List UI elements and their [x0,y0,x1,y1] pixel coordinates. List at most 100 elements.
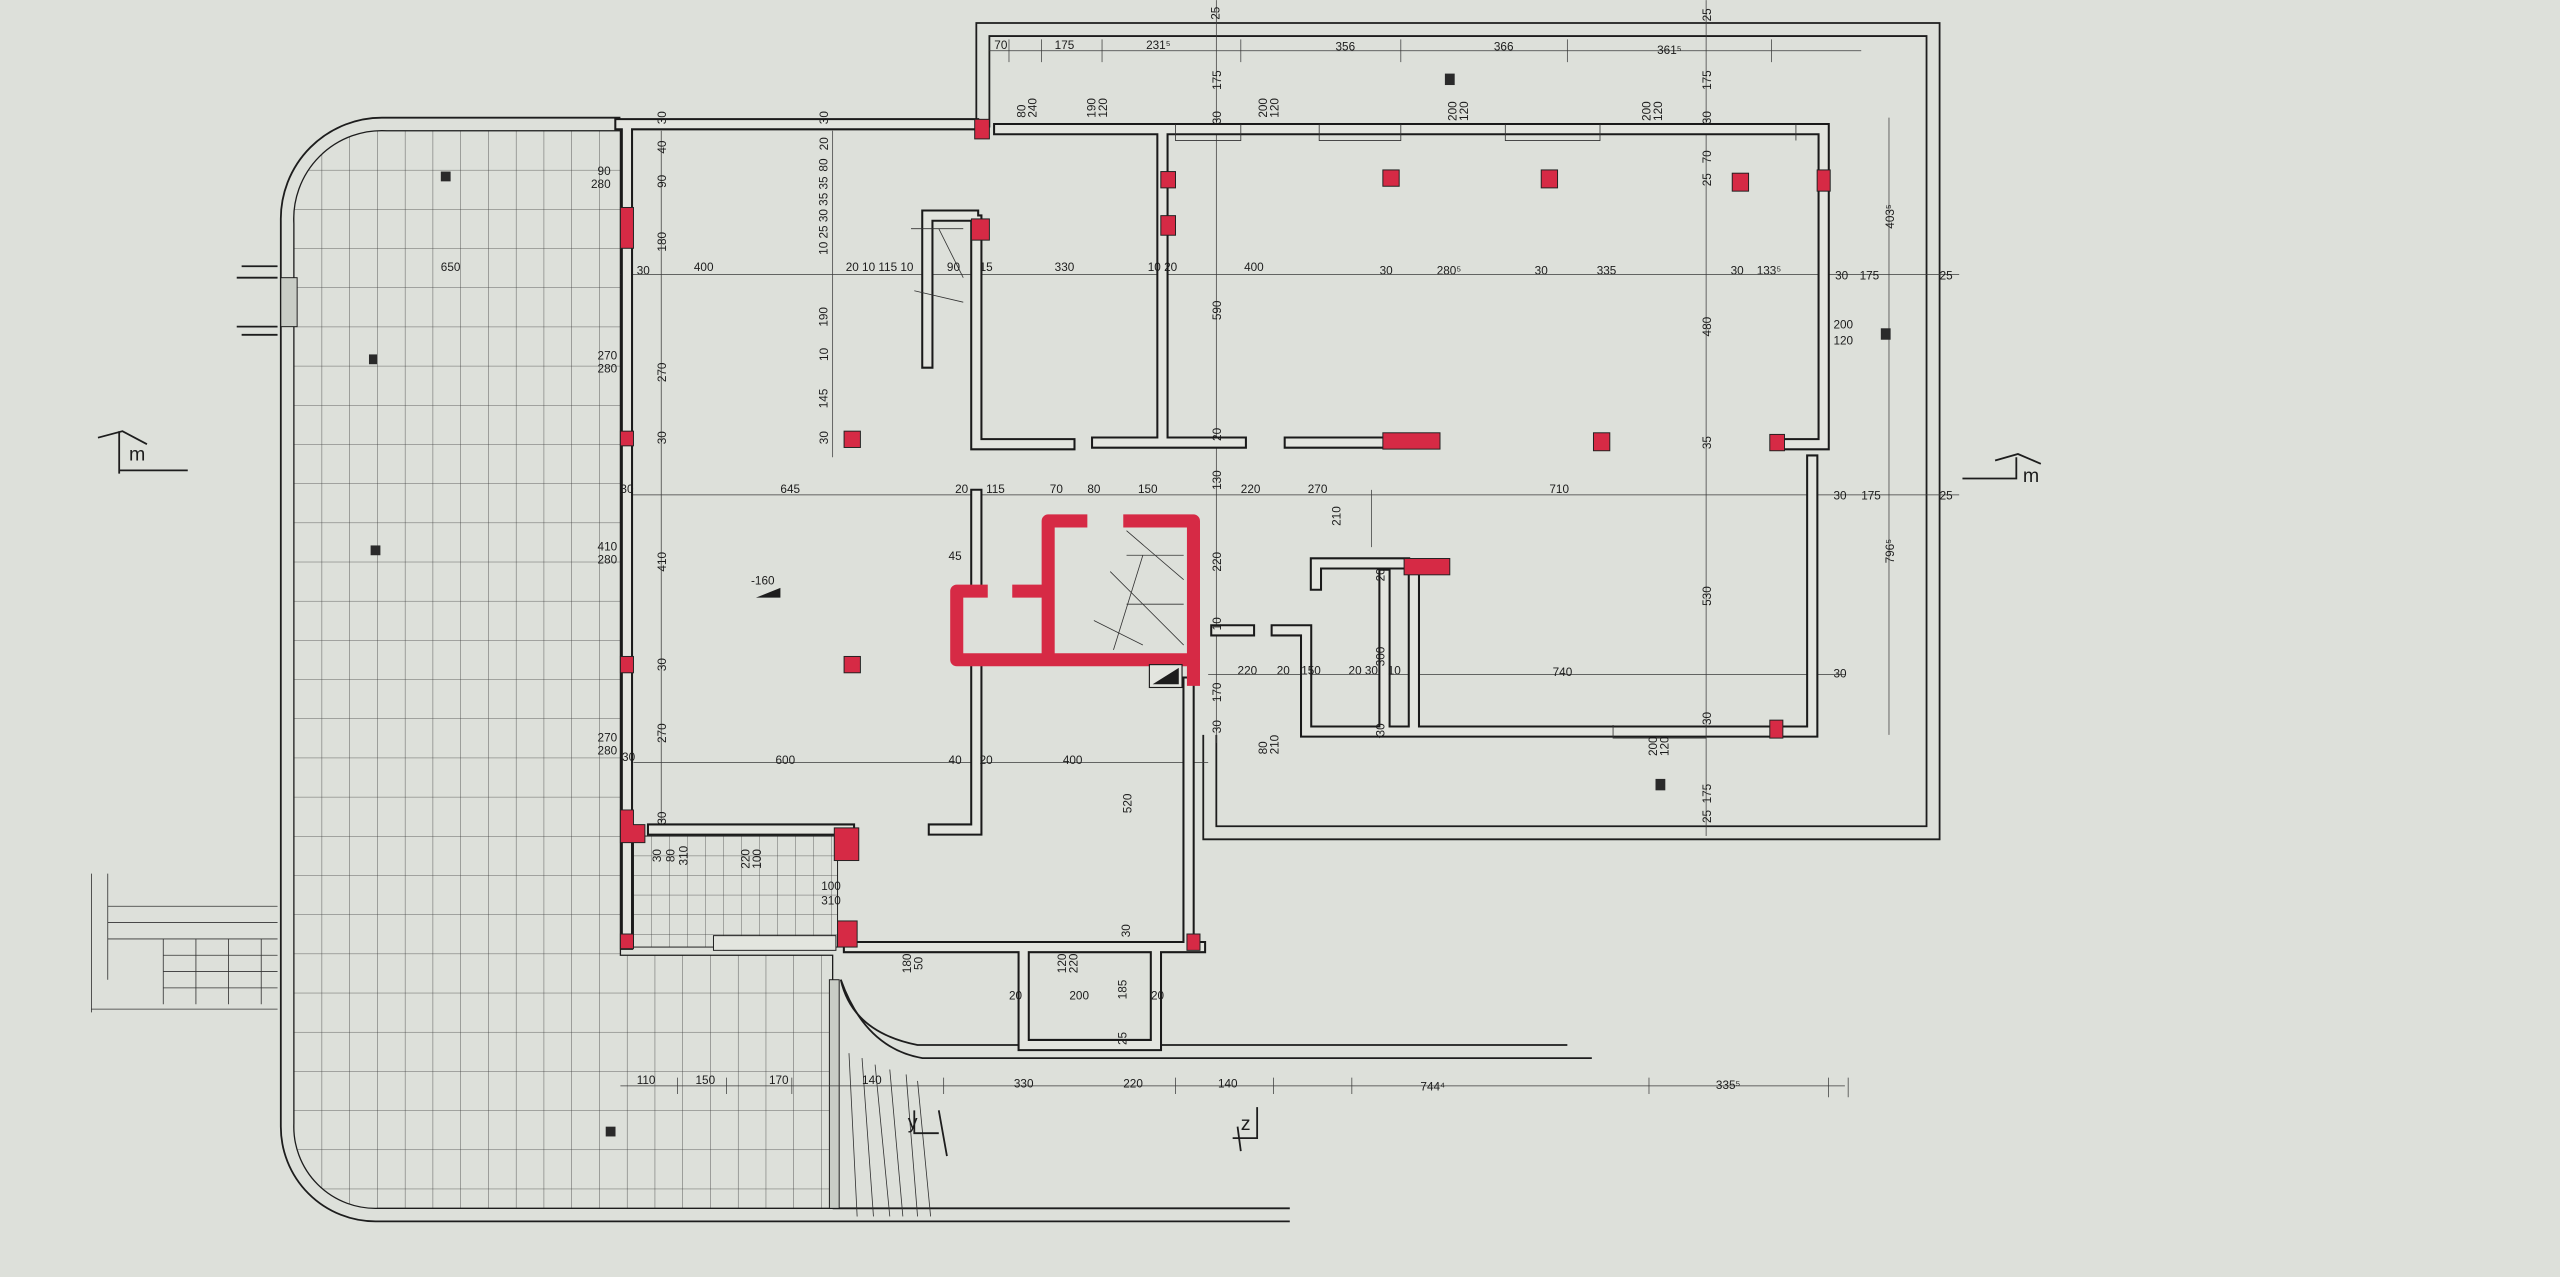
dimension-label: 600 [776,754,796,767]
dimension-label: 80 [818,158,831,172]
dimension-label: 20 [1009,989,1023,1002]
dimension-label: 150 [1138,483,1158,496]
dimension-label: 170 [1211,682,1224,702]
dimension-label: 20 [1151,989,1165,1002]
dimension-lines [620,0,1960,1098]
dimension-label: 20 [1349,664,1363,677]
dimension-label: 400 [1244,261,1264,274]
dimension-label: 180 [901,953,914,973]
dimension-label: 530 [1701,586,1714,606]
dimension-label: 30 [1701,711,1714,725]
dimension-label: 220 [739,849,752,869]
dimension-label: 200 [1833,318,1853,331]
dimension-label: 40 [656,140,669,154]
dimension-label: 20 [955,483,969,496]
dimension-label: 130 [1211,470,1224,490]
dimension-label: 200 [1641,101,1654,121]
dimension-label: 330 [1055,261,1075,274]
dimension-label: 645 [780,483,800,496]
section-marker-z: z [1241,1113,1251,1135]
dimension-label: 231⁵ [1146,39,1171,52]
dimension-label: 310 [821,895,841,908]
dimension-label: 220 [1211,551,1224,571]
dimension-label: 170 [769,1074,789,1087]
dimension-label: 366 [1494,41,1514,54]
drain-icon [1444,73,1455,86]
dimension-label: 30 [818,431,831,445]
dimension-label: 25 [1701,809,1714,823]
drain-icon [368,354,378,365]
section-marker-m-left: m [129,444,145,466]
dimension-label: 270 [598,349,618,362]
dimension-label: 740 [1553,666,1573,679]
dimension-label: 200 [1257,98,1270,118]
dimension-label: 180 [656,231,669,251]
dimension-label: 80 [1015,104,1028,118]
dimension-label: 175 [1701,70,1714,90]
dimension-label: 30 [1211,720,1224,734]
dimension-label: 175 [1861,490,1881,503]
dimension-label: 175 [1860,269,1880,282]
dimension-label: 120 [1652,101,1665,121]
dimension-label: 30 [622,751,636,764]
dimension-label: 30 [1374,723,1387,737]
dimension-label: 30 [818,111,831,125]
dimension-label: 25 [1117,1031,1130,1045]
drain-icon [440,171,451,182]
dimension-label: 80 [1257,741,1270,755]
dimension-label: 270 [598,731,618,744]
dimension-label: 100 [821,880,841,893]
drain-icons [368,73,1891,1137]
dimension-label: 30 [656,658,669,672]
dimension-label: 30 [637,264,651,277]
columns [619,118,1831,951]
dimension-label: 210 [1268,734,1281,754]
dimension-label: 270 [1308,483,1328,496]
dimension-label: 80 [1087,483,1101,496]
level-mark: -160 [751,575,775,588]
dimension-label: 220 [1123,1077,1143,1090]
dimension-label: 361⁵ [1657,44,1682,57]
dimension-label: 270 [656,723,669,743]
dimension-label: 330 [1014,1077,1034,1090]
dimension-label: 480 [1701,316,1714,336]
dimension-label: 240 [1027,98,1040,118]
drain-icon [1880,328,1891,340]
dimension-label: 120 [1833,335,1853,348]
dimension-label: 30 [656,111,669,125]
dimension-label: 280 [591,178,611,191]
dimension-label: 356 [1336,41,1356,54]
dimension-label: 30 [1535,264,1549,277]
dimension-label: 90 [656,174,669,188]
dimension-label: 100 [751,849,764,869]
dimension-label: 120 [1458,101,1471,121]
dimension-label: 400 [1063,754,1083,767]
dimension-label: 120 [1097,98,1110,118]
dimension-label: 10 20 [1148,261,1178,274]
terrace-left [279,116,1290,1223]
dimension-label: 280⁵ [1437,264,1462,277]
dimension-label: 650 [441,261,461,274]
dimension-label: 90 [947,261,961,274]
dimension-label: 30 [1701,111,1714,125]
dimension-label: 35 [1701,436,1714,450]
dimension-label: 30 [1380,264,1394,277]
dimension-label: 10 [1211,617,1224,631]
dimension-label: 590 [1211,300,1224,320]
dimension-label: 120 [1268,98,1281,118]
dimension-label: 10 [818,347,831,361]
dimension-label: 210 [1330,506,1343,526]
dimension-label: 150 [696,1074,716,1087]
dimension-label: 20 [818,137,831,151]
dimension-label: 400 [694,261,714,274]
dimension-label: 70 [1701,150,1714,164]
dimension-label: 150 [1301,664,1321,677]
dimension-label: 30 [651,849,664,863]
dimension-label: 190 [1086,98,1099,118]
dimension-label: 200 [1069,989,1089,1002]
dimension-label: 30 [1833,668,1847,681]
dimension-labels: 70 175 231⁵ 356 366 361⁵ 25 25 80 240 19… [441,6,1953,1094]
dimension-label: 15 [980,261,994,274]
dimension-label: 220 [1241,483,1261,496]
